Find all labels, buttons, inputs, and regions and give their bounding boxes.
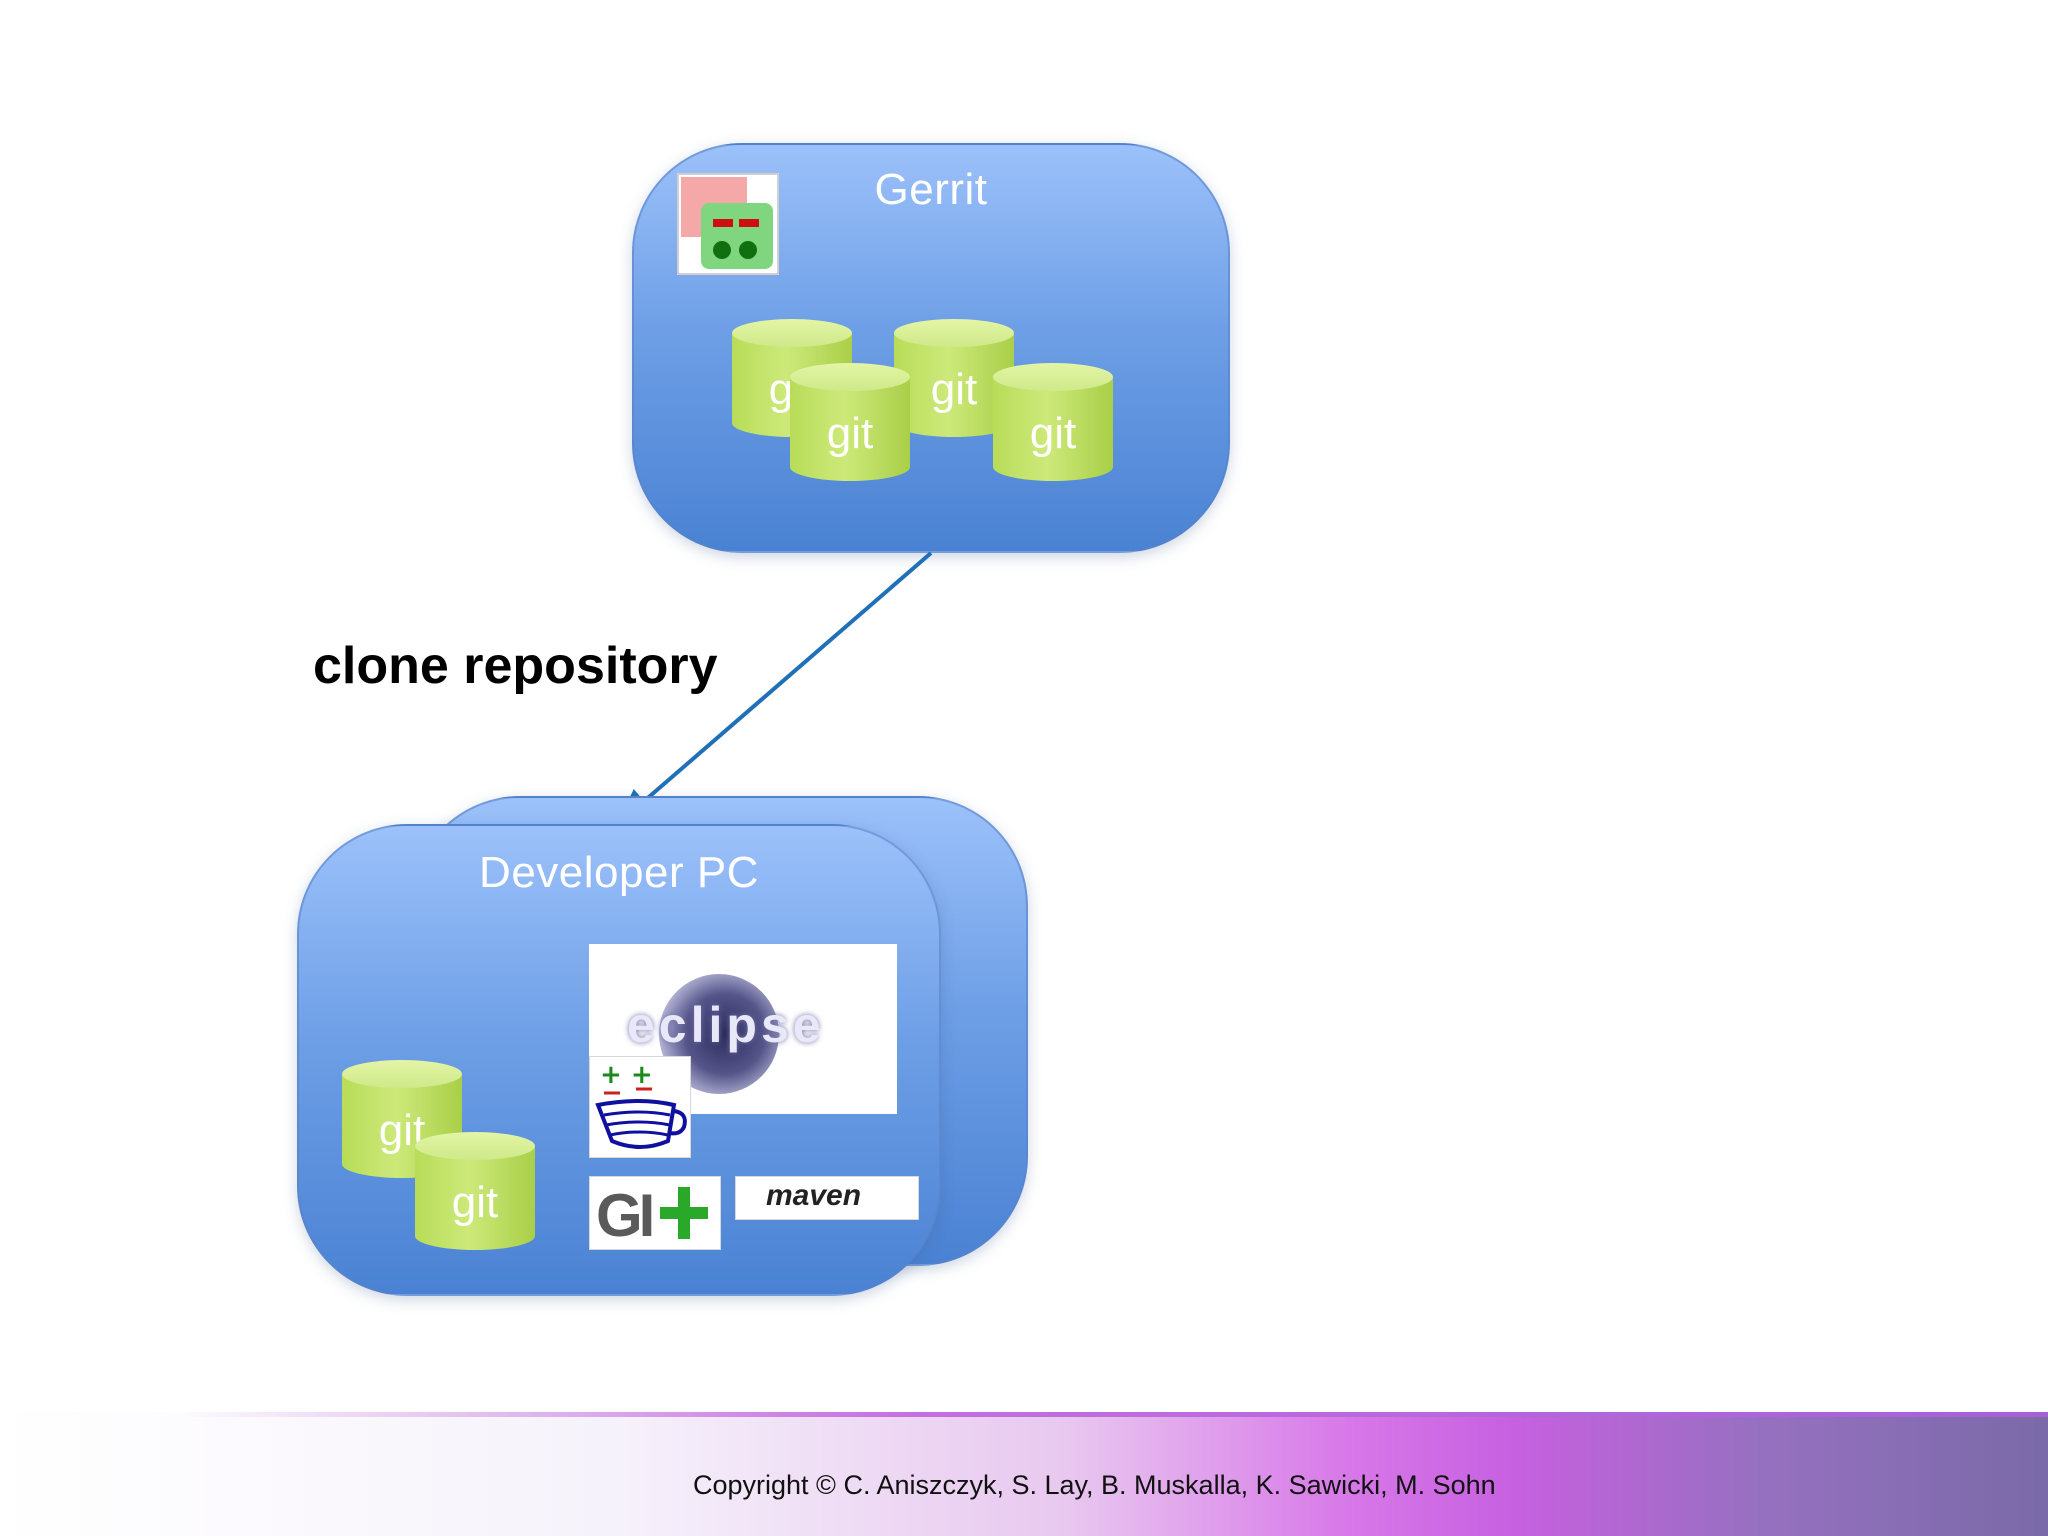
egit-cup-icon: + +: [589, 1056, 691, 1158]
maven-logo-icon: maven: [735, 1176, 919, 1220]
footer-band: [0, 1412, 2048, 1536]
git-repo-cylinder: git: [790, 363, 910, 495]
git-repo-cylinder: git: [342, 1060, 462, 1192]
svg-text:+ +: + +: [600, 1060, 653, 1090]
gerrit-server-box: Gerrit git git git git: [632, 143, 1230, 553]
gerrit-logo-icon: [677, 173, 779, 275]
git-repo-cylinder: git: [993, 363, 1113, 495]
gerrit-title: Gerrit: [874, 165, 988, 214]
git-repo-cylinder: git: [415, 1132, 535, 1264]
copyright-text: Copyright © C. Aniszczyk, S. Lay, B. Mus…: [693, 1470, 1496, 1500]
git-logo-icon: GI: [589, 1176, 721, 1250]
clone-repository-label: clone repository: [313, 637, 718, 695]
footer-accent-line: [180, 1412, 2048, 1417]
developer-pc-title: Developer PC: [479, 848, 759, 897]
eclipse-logo-icon: eclipse: [589, 944, 897, 1114]
developer-pc-box: Developer PC git git eclipse + + GI mave…: [297, 824, 941, 1296]
